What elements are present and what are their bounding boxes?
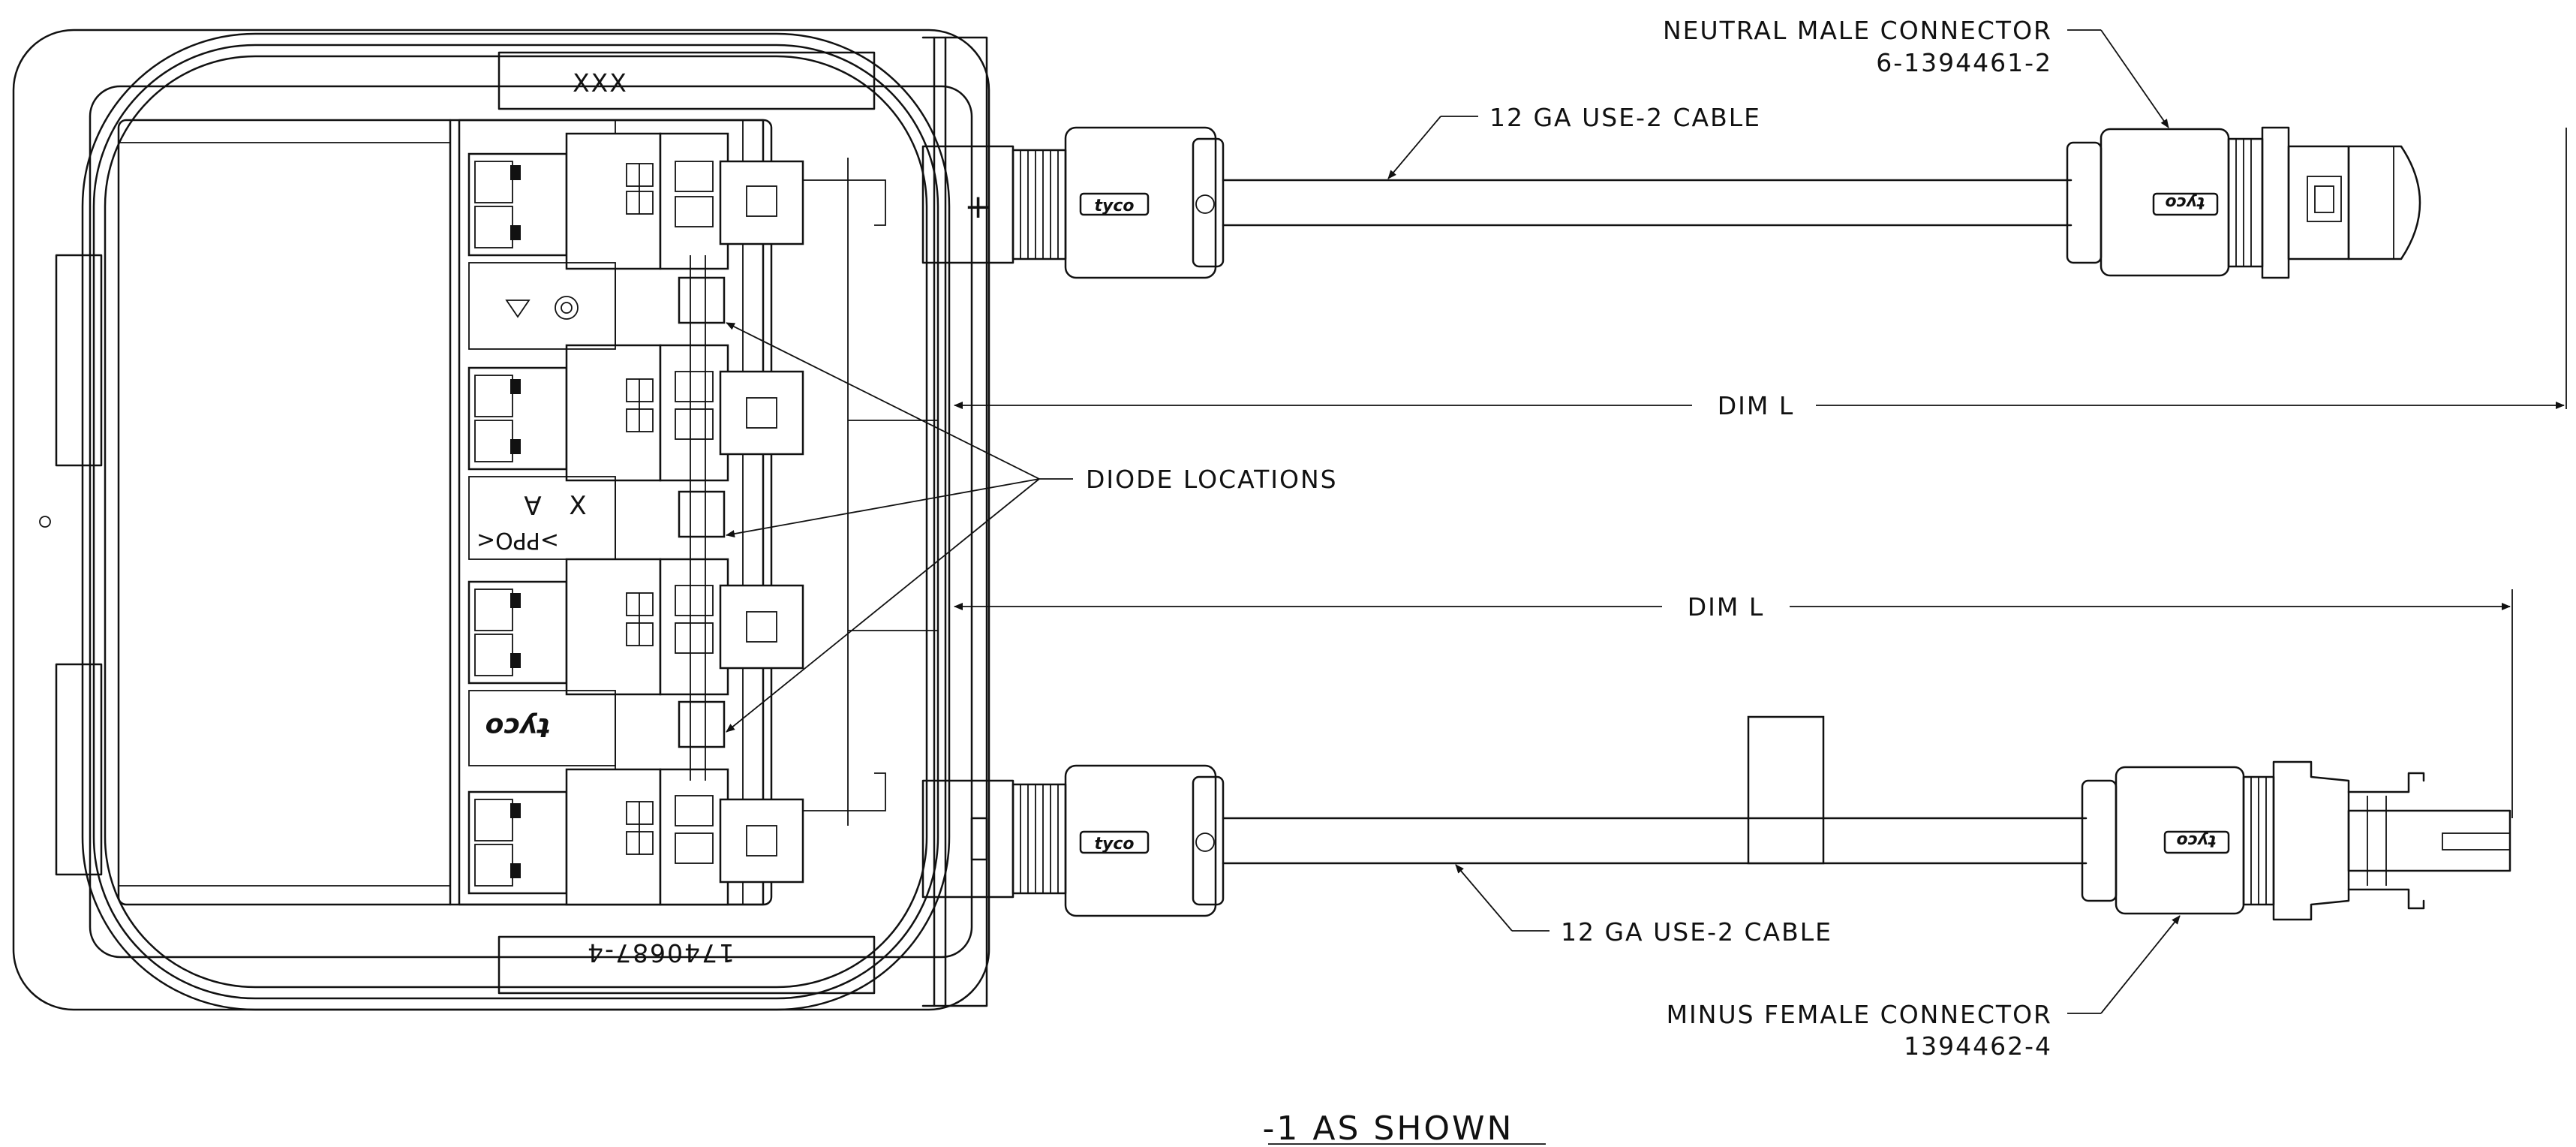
dimension-top: DIM L	[954, 128, 2567, 420]
bottom-cable-assembly: tyco tyco	[921, 715, 2511, 921]
insert-marking-x: X	[569, 491, 586, 521]
neutral-connector-title: NEUTRAL MALE CONNECTOR	[1663, 16, 2052, 45]
minus-female-connector	[2081, 779, 2118, 902]
callout-cable-bottom: 12 GA USE-2 CABLE	[1455, 864, 1832, 947]
box-top-marking: XXX	[573, 68, 628, 98]
neutral-male-connector	[2066, 141, 2103, 264]
callout-cable-top: 12 GA USE-2 CABLE	[1387, 103, 1761, 179]
terminal-1	[467, 132, 886, 270]
cable-label-sleeve	[1747, 715, 1825, 865]
diode-2	[678, 490, 726, 538]
minus-connector-title: MINUS FEMALE CONNECTOR	[1667, 1000, 2052, 1029]
brand-logo-bottom-connector: tyco	[2176, 831, 2216, 850]
caption: -1 AS SHOWN	[1263, 1109, 1546, 1147]
callout-diode-locations: DIODE LOCATIONS	[726, 322, 1338, 733]
box-bottom-marking: 1740687-4	[586, 938, 735, 968]
diode-1	[678, 276, 726, 324]
cable-bottom-label: 12 GA USE-2 CABLE	[1561, 917, 1832, 947]
caption-text: -1 AS SHOWN	[1263, 1109, 1514, 1147]
terminal-2	[467, 344, 804, 482]
recycle-symbol-icon	[555, 296, 579, 320]
terminal-4	[467, 768, 886, 906]
dimension-bottom: DIM L	[954, 589, 2513, 818]
diode-3	[678, 700, 726, 748]
cable-top-label: 12 GA USE-2 CABLE	[1489, 103, 1761, 132]
brand-logo-top-gland: tyco	[1094, 197, 1134, 215]
mounting-hole	[39, 516, 51, 528]
junction-box: X A >PPO< tyco XXX 1740687-4	[12, 29, 990, 1011]
minus-connector-part: 1394462-4	[1904, 1031, 2052, 1061]
diode-locations-label: DIODE LOCATIONS	[1086, 465, 1338, 494]
plus-symbol: +	[964, 188, 994, 226]
top-cable-assembly: + tyco tyco	[921, 126, 2421, 279]
brand-logo-top-connector: tyco	[2165, 193, 2205, 212]
terminal-3	[467, 558, 804, 696]
brand-logo-bottom-gland: tyco	[1094, 835, 1134, 853]
dim-label-top: DIM L	[1718, 391, 1795, 420]
triangle-symbol-icon	[505, 300, 531, 318]
dim-label-bottom: DIM L	[1688, 592, 1765, 622]
insert-brand-logo: tyco	[485, 712, 551, 742]
neutral-connector-part: 6-1394461-2	[1876, 48, 2052, 77]
callout-minus-connector: MINUS FEMALE CONNECTOR 1394462-4	[1667, 915, 2181, 1061]
insert-marking-ppo: >PPO<	[476, 527, 559, 553]
insert-marking-a: A	[524, 489, 541, 519]
callout-neutral-connector: NEUTRAL MALE CONNECTOR 6-1394461-2	[1663, 16, 2169, 128]
